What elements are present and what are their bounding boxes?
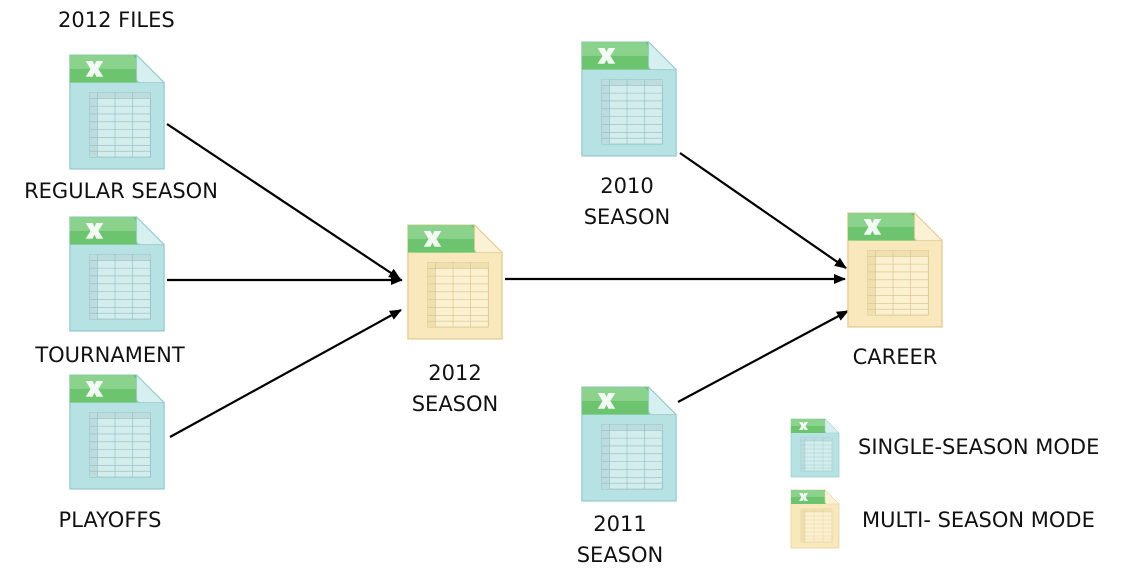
playoffs-label: PLAYOFFS	[58, 508, 162, 532]
diagram-title: 2012 FILES	[58, 8, 175, 32]
career-file-icon	[846, 208, 944, 332]
playoffs-file-icon	[68, 370, 166, 494]
tournament-label: TOURNAMENT	[35, 343, 185, 367]
legend-single-season-label: SINGLE-SEASON MODE	[858, 435, 1100, 459]
arrow-regular-to-2012	[166, 123, 401, 280]
season-2012-file-icon	[406, 220, 504, 344]
season-2012-label: 2012 SEASON	[380, 358, 530, 420]
season-2011-word: SEASON	[576, 543, 664, 567]
regular-season-label: REGULAR SEASON	[24, 179, 218, 203]
season-2011-file-icon	[580, 382, 678, 506]
legend-multi-season-label: MULTI- SEASON MODE	[862, 508, 1095, 532]
season-2012-word: SEASON	[411, 392, 499, 416]
season-2011-year: 2011	[593, 512, 647, 536]
season-2010-word: SEASON	[583, 205, 671, 229]
legend-single-season-icon	[790, 417, 840, 479]
regular-season-file-icon	[68, 50, 166, 174]
season-2011-label: 2011 SEASON	[545, 509, 695, 571]
tournament-file-icon	[68, 212, 166, 336]
arrow-playoffs-to-2012	[169, 309, 402, 438]
season-2012-year: 2012	[428, 361, 482, 385]
career-label: CAREER	[852, 345, 938, 369]
arrow-2011-to-career	[677, 310, 849, 403]
season-2010-label: 2010 SEASON	[552, 171, 702, 233]
season-2010-year: 2010	[600, 174, 654, 198]
legend-multi-season-icon	[790, 488, 840, 550]
arrow-2010-to-career	[679, 152, 847, 269]
season-2010-file-icon	[580, 37, 678, 161]
